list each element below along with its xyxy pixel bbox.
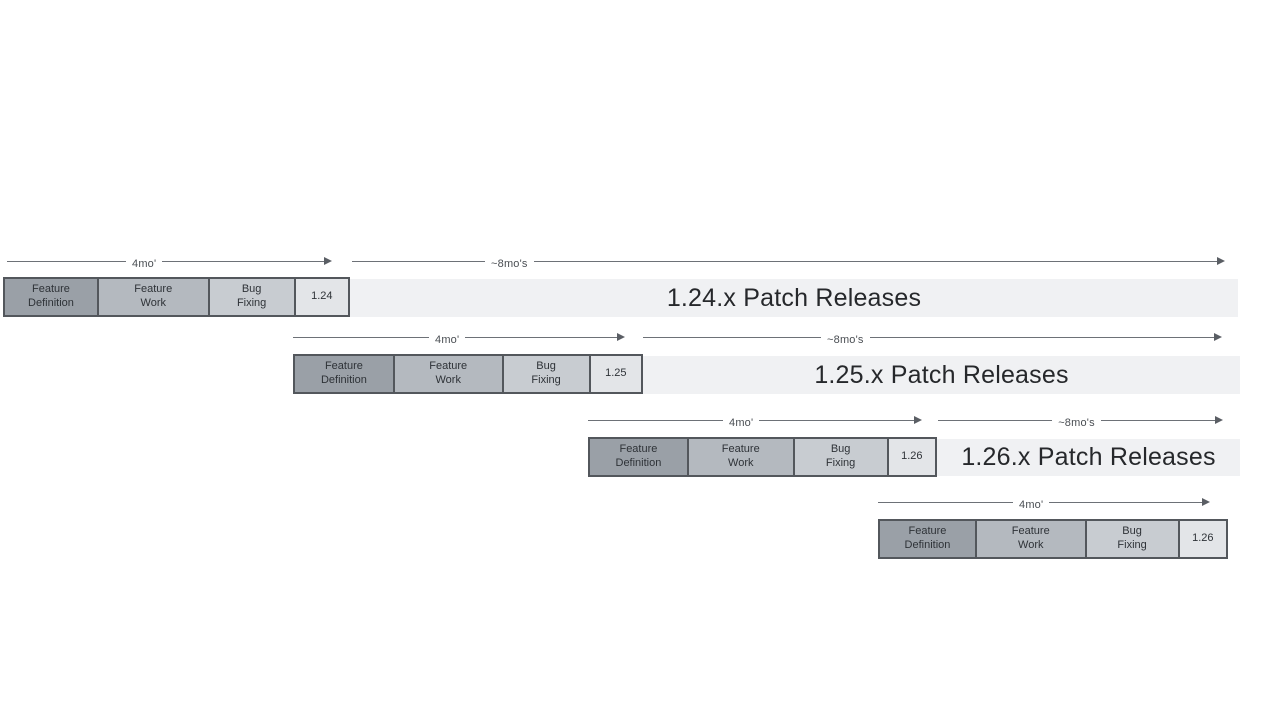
- arrow-line: [1049, 501, 1202, 503]
- phase-label: Feature: [721, 443, 760, 456]
- arrowhead-right-icon: [324, 257, 332, 265]
- phase-feature-work: Feature Work: [98, 279, 210, 315]
- arrowhead-right-icon: [1215, 416, 1223, 424]
- version-box: 1.26: [1179, 521, 1227, 557]
- arrow-line: [352, 260, 485, 262]
- phase-bug-fixing: Bug Fixing: [1086, 521, 1180, 557]
- phase-label: Definition: [904, 539, 951, 551]
- arrow-line: [7, 260, 126, 262]
- arrowhead-right-icon: [1217, 257, 1225, 265]
- cycle-arrow-next: 4mo': [878, 495, 1210, 511]
- phase-feature-work: Feature Work: [394, 356, 504, 392]
- phase-label: Work: [435, 374, 461, 386]
- patch-window-label: ~8mo's: [1058, 417, 1095, 429]
- phase-feature-work: Feature Work: [976, 521, 1087, 557]
- arrow-line: [533, 260, 1217, 262]
- phase-feature-definition: Feature Definition: [295, 356, 395, 392]
- version-label: 1.26: [1192, 532, 1214, 545]
- patch-releases-bar-1.26: 1.26.x Patch Releases: [937, 439, 1240, 476]
- version-label: 1.26: [901, 450, 923, 463]
- phase-label: Fixing: [531, 374, 561, 386]
- version-box: 1.24: [295, 279, 348, 315]
- phase-feature-definition: Feature Definition: [590, 439, 689, 475]
- arrow-line: [643, 336, 821, 338]
- patch-releases-bar-1.25: 1.25.x Patch Releases: [643, 356, 1240, 394]
- release-cycle-row-next: Feature Definition Feature Work Bug Fixi…: [878, 519, 1228, 559]
- phase-label: Feature: [908, 525, 947, 538]
- arrow-line: [759, 419, 914, 421]
- phase-label: Definition: [320, 374, 367, 386]
- cycle-arrow-1.26: 4mo': [588, 413, 922, 429]
- phase-label: Work: [1018, 539, 1044, 551]
- arrow-line: [588, 419, 723, 421]
- phase-bug-fixing: Bug Fixing: [503, 356, 591, 392]
- arrow-line: [869, 336, 1214, 338]
- phase-label: Feature: [324, 360, 363, 373]
- phase-label: Feature: [429, 360, 468, 373]
- phase-bug-fixing: Bug Fixing: [209, 279, 296, 315]
- release-cycle-row-1.25: Feature Definition Feature Work Bug Fixi…: [293, 354, 643, 394]
- arrow-line: [878, 501, 1013, 503]
- phase-label: Fixing: [1117, 539, 1147, 551]
- release-cycle-row-1.24: Feature Definition Feature Work Bug Fixi…: [3, 277, 350, 317]
- patch-window-label: ~8mo's: [827, 334, 864, 346]
- patch-window-arrow-1.26: ~8mo's: [938, 413, 1223, 429]
- version-label: 1.24: [311, 290, 333, 303]
- patch-window-arrow-1.24: ~8mo's: [352, 254, 1225, 270]
- phase-label: Bug: [241, 283, 262, 296]
- cycle-arrow-1.24: 4mo': [7, 254, 332, 270]
- phase-label: Fixing: [825, 457, 856, 469]
- phase-label: Work: [140, 297, 166, 309]
- phase-label: Feature: [619, 443, 658, 456]
- version-box: 1.25: [590, 356, 641, 392]
- phase-label: Fixing: [236, 297, 267, 309]
- phase-label: Definition: [28, 297, 74, 309]
- phase-bug-fixing: Bug Fixing: [794, 439, 889, 475]
- arrow-line: [465, 336, 617, 338]
- release-cycle-row-1.26: Feature Definition Feature Work Bug Fixi…: [588, 437, 937, 477]
- phase-label: Bug: [1122, 525, 1142, 538]
- cycle-duration-label: 4mo': [729, 417, 754, 429]
- arrowhead-right-icon: [1202, 498, 1210, 506]
- phase-label: Bug: [536, 360, 556, 373]
- patch-window-label: ~8mo's: [491, 258, 528, 270]
- phase-feature-definition: Feature Definition: [880, 521, 977, 557]
- phase-label: Bug: [830, 443, 851, 456]
- arrow-line: [1100, 419, 1215, 421]
- phase-label: Feature: [31, 283, 70, 296]
- version-label: 1.25: [605, 367, 627, 380]
- arrowhead-right-icon: [617, 333, 625, 341]
- patch-window-arrow-1.25: ~8mo's: [643, 330, 1222, 346]
- phase-feature-definition: Feature Definition: [5, 279, 99, 315]
- arrowhead-right-icon: [1214, 333, 1222, 341]
- version-box: 1.26: [888, 439, 936, 475]
- cycle-duration-label: 4mo': [1019, 499, 1044, 511]
- arrowhead-right-icon: [914, 416, 922, 424]
- cycle-duration-label: 4mo': [132, 258, 157, 270]
- phase-label: Feature: [134, 283, 173, 296]
- patch-releases-bar-1.24: 1.24.x Patch Releases: [350, 279, 1238, 317]
- cycle-duration-label: 4mo': [435, 334, 460, 346]
- phase-label: Feature: [1011, 525, 1050, 538]
- arrow-line: [938, 419, 1053, 421]
- arrow-line: [162, 260, 324, 262]
- cycle-arrow-1.25: 4mo': [293, 330, 625, 346]
- phase-label: Work: [728, 457, 754, 469]
- phase-feature-work: Feature Work: [688, 439, 795, 475]
- phase-label: Definition: [615, 457, 662, 469]
- arrow-line: [293, 336, 429, 338]
